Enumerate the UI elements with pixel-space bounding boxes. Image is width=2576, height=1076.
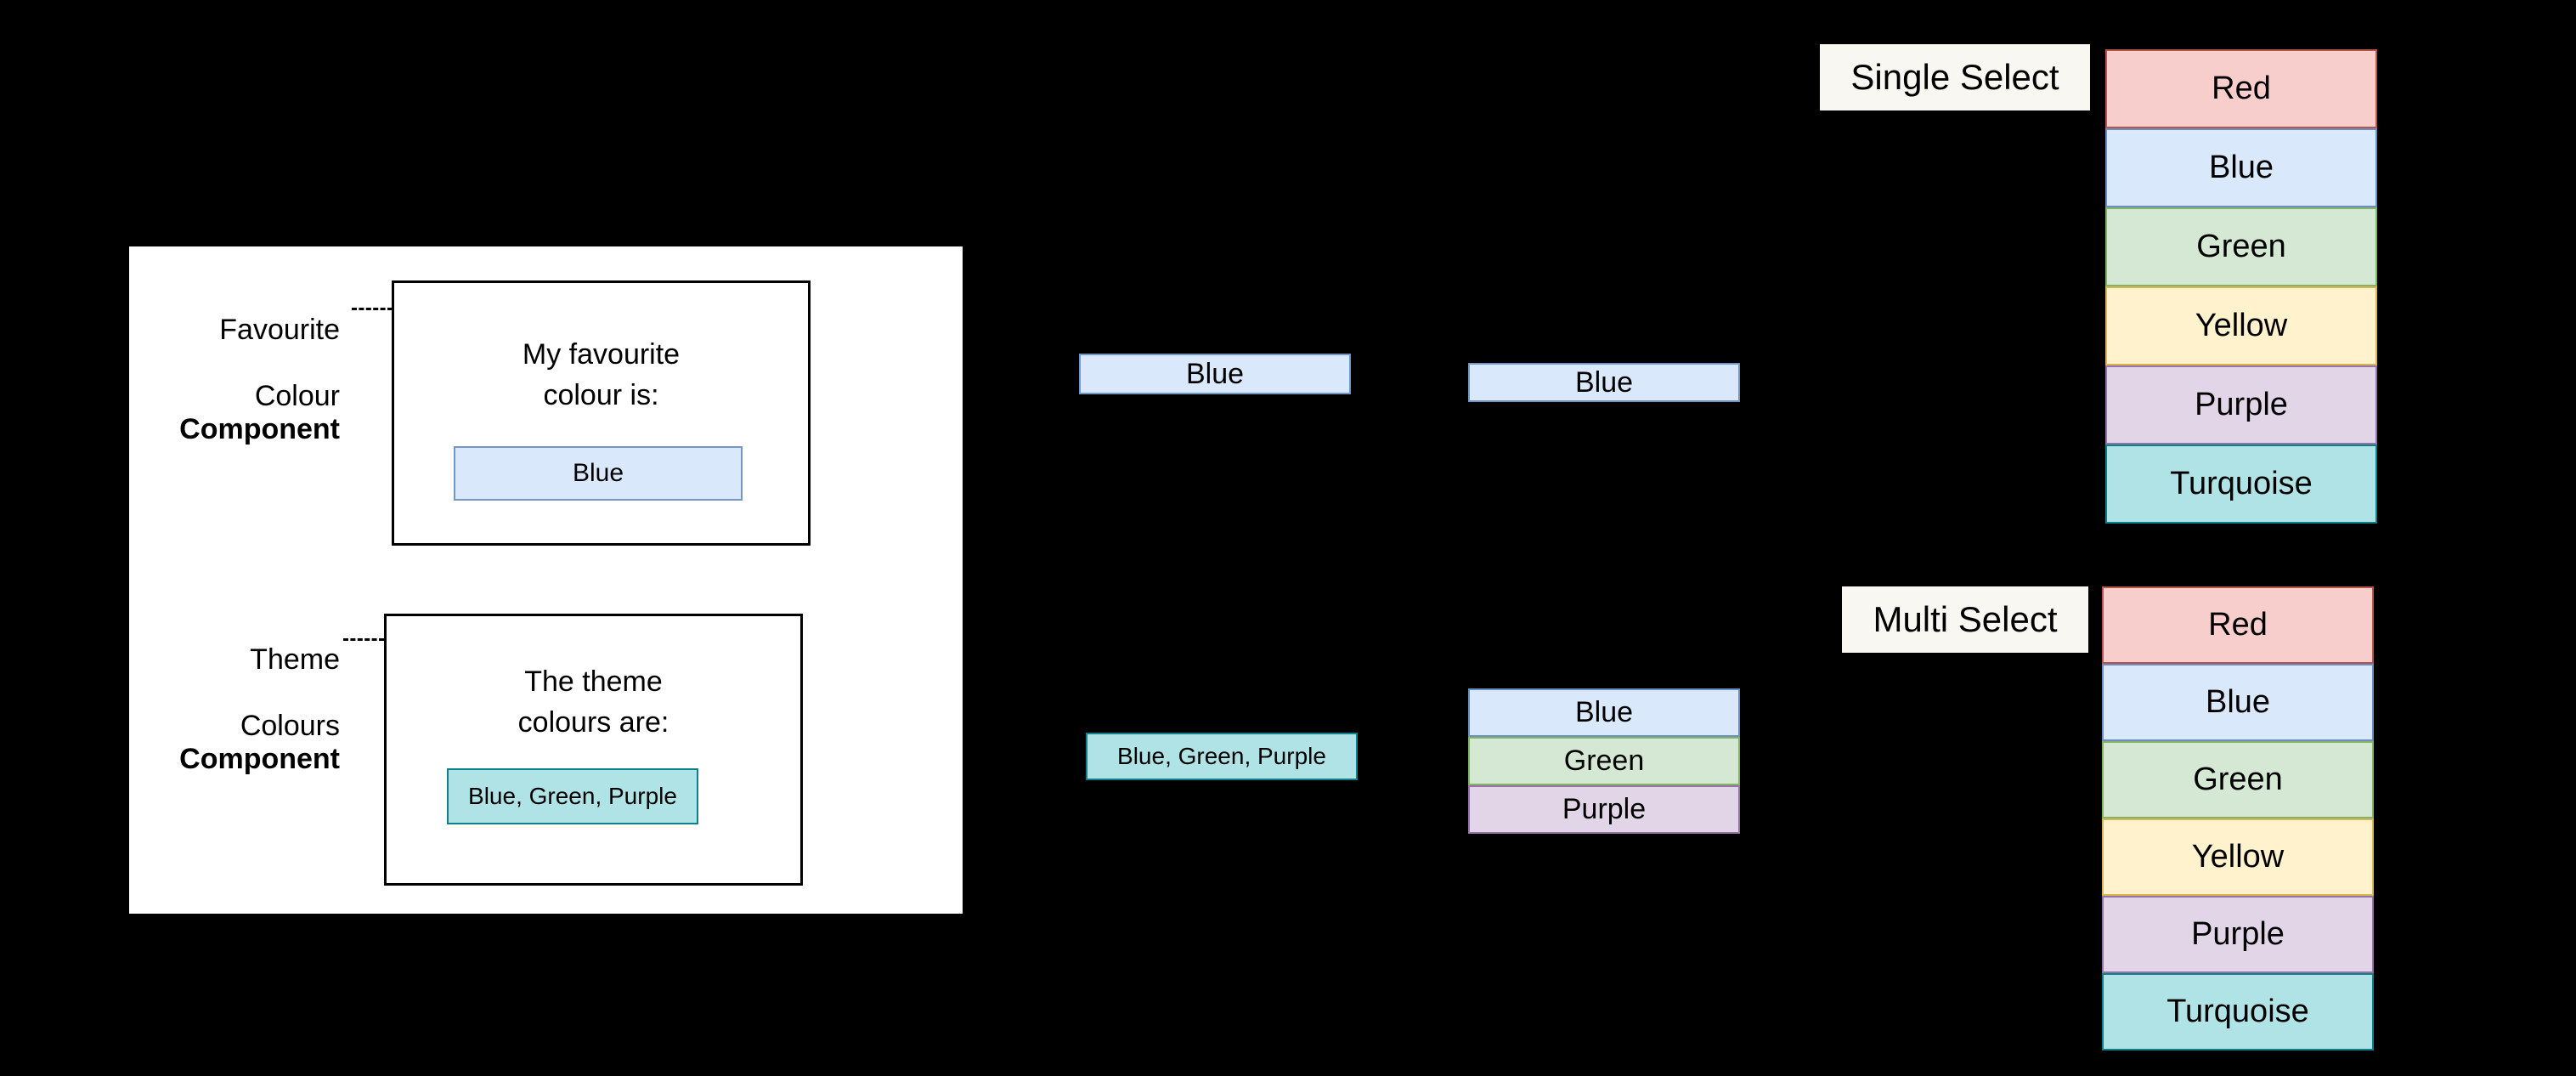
favourite-colour-label-line1: Favourite — [219, 314, 340, 346]
single-select-selection-preview[interactable]: Blue — [1468, 363, 1740, 402]
single-select-option-blue[interactable]: Blue — [2105, 128, 2377, 207]
multi-select-option-red[interactable]: Red — [2102, 586, 2374, 664]
selection-preview-row[interactable]: Blue — [1468, 688, 1740, 737]
multi-select-label: Multi Select — [1842, 586, 2088, 653]
single-select-bound-value-chip[interactable]: Blue — [1079, 354, 1351, 394]
favourite-colour-component-label: Favourite Colour Component — [127, 280, 340, 479]
multi-select-option-turquoise[interactable]: Turquoise — [2102, 973, 2374, 1051]
favourite-colour-label-line2: Colour — [254, 380, 340, 412]
theme-colours-component: The theme colours are: Blue, Green, Purp… — [384, 614, 803, 886]
multi-select-option-yellow[interactable]: Yellow — [2102, 818, 2374, 896]
multi-select-list[interactable]: Red Blue Green Yellow Purple Turquoise — [2102, 586, 2374, 1051]
favourite-colour-component: My favourite colour is: Blue — [392, 280, 811, 546]
single-select-option-yellow[interactable]: Yellow — [2105, 286, 2377, 365]
favourite-colour-leader-line — [352, 308, 393, 310]
single-select-option-turquoise[interactable]: Turquoise — [2105, 445, 2377, 524]
single-select-option-red[interactable]: Red — [2105, 49, 2377, 128]
favourite-colour-label-kind: Component — [179, 413, 340, 445]
theme-colours-leader-line — [343, 638, 384, 641]
single-select-option-purple[interactable]: Purple — [2105, 365, 2377, 445]
single-select-label: Single Select — [1820, 44, 2090, 110]
theme-colours-component-title: The theme colours are: — [517, 665, 669, 739]
theme-colours-value-chip[interactable]: Blue, Green, Purple — [447, 768, 698, 824]
theme-colours-label-line1: Theme — [250, 643, 340, 676]
theme-colours-label-line2: Colours — [240, 710, 340, 742]
multi-select-option-blue[interactable]: Blue — [2102, 664, 2374, 741]
multi-select-bound-value-chip[interactable]: Blue, Green, Purple — [1086, 733, 1358, 780]
multi-select-option-purple[interactable]: Purple — [2102, 896, 2374, 973]
favourite-colour-component-title: My favourite colour is: — [522, 338, 681, 411]
multi-select-selection-preview: Blue Green Purple — [1468, 688, 1740, 834]
selection-preview-row[interactable]: Green — [1468, 737, 1740, 785]
single-select-list[interactable]: Red Blue Green Yellow Purple Turquoise — [2105, 49, 2377, 524]
theme-colours-label-kind: Component — [179, 743, 340, 775]
single-select-option-green[interactable]: Green — [2105, 207, 2377, 286]
theme-colours-component-label: Theme Colours Component — [127, 610, 340, 809]
favourite-colour-value-chip[interactable]: Blue — [454, 446, 743, 501]
selection-preview-row[interactable]: Purple — [1468, 785, 1740, 834]
multi-select-option-green[interactable]: Green — [2102, 741, 2374, 818]
